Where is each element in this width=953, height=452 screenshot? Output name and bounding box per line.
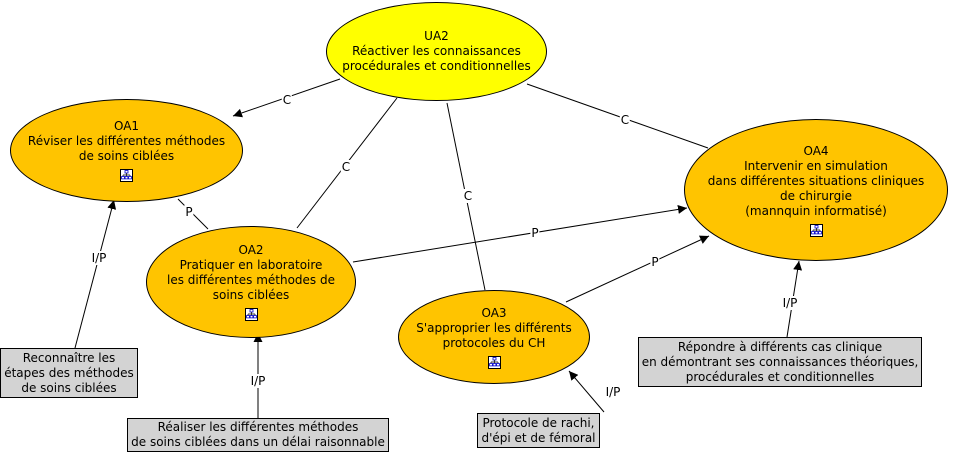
node-oa4-line-2: dans différentes situations cliniques — [707, 173, 925, 188]
link-label-n1-oa1: I/P — [90, 251, 108, 265]
submap-icon[interactable] — [809, 223, 823, 237]
node-oa2-line-1: Pratiquer en laboratoire — [179, 258, 323, 272]
node-oa4-line-4: (mannquin informatisé) — [745, 203, 887, 218]
note-reconnaitre[interactable]: Reconnaître les étapes des méthodes de s… — [0, 348, 138, 398]
node-oa1-code: OA1 — [113, 119, 140, 133]
node-ua2-line-2: procédurales et conditionnelles — [342, 59, 531, 73]
note-realiser[interactable]: Réaliser les différentes méthodes de soi… — [127, 418, 389, 452]
submap-icon[interactable] — [244, 308, 258, 321]
note-line: en démontrant ses connaissances théoriqu… — [641, 354, 919, 369]
link-oa2-oa4 — [352, 204, 688, 263]
link-label-ua2-oa3: C — [462, 189, 474, 203]
node-ua2[interactable]: UA2 Réactiver les connaissances procédur… — [326, 2, 547, 101]
link-label-oa3-oa4: P — [650, 255, 660, 269]
note-line: Reconnaître les — [22, 350, 116, 365]
node-oa3[interactable]: OA3 S'approprier les différents protocol… — [398, 290, 590, 384]
node-oa2-line-2: les différentes méthodes de — [167, 273, 335, 287]
link-label-ua2-oa1: C — [281, 93, 293, 107]
node-oa3-line-2: protocoles du CH — [442, 335, 546, 350]
note-line: de soins ciblées dans un délai raisonnab… — [131, 435, 385, 449]
note-repondre[interactable]: Répondre à différents cas clinique en dé… — [638, 337, 922, 387]
node-oa2[interactable]: OA2 Pratiquer en laboratoire les différe… — [146, 226, 356, 338]
link-label-n2-oa2: I/P — [249, 374, 267, 388]
node-oa2-line-3: soins ciblées — [212, 288, 290, 302]
note-line: d'épi et de fémoral — [481, 430, 596, 445]
link-label-n3-oa3: I/P — [604, 385, 622, 399]
note-line: Réaliser les différentes méthodes — [157, 420, 359, 434]
submap-icon[interactable] — [487, 355, 501, 369]
link-label-oa1-oa2: P — [184, 205, 194, 219]
node-ua2-line-1: Réactiver les connaissances — [352, 44, 521, 58]
link-label-oa2-oa4: P — [530, 226, 540, 240]
link-label-n4-oa4: I/P — [781, 296, 799, 310]
link-n1-oa1 — [74, 199, 117, 349]
note-line: Répondre à différents cas clinique — [677, 339, 883, 354]
submap-icon[interactable] — [120, 169, 133, 182]
note-line: Protocole de rachi, — [482, 415, 595, 430]
node-oa4-line-3: de chirurgie — [780, 188, 852, 203]
link-label-ua2-oa2: C — [340, 160, 352, 174]
node-oa3-line-1: S'approprier les différents — [416, 320, 572, 335]
node-oa1[interactable]: OA1 Réviser les différentes méthodes de … — [10, 99, 243, 202]
link-oa3-oa4 — [565, 235, 710, 303]
node-oa1-line-2: de soins ciblées — [78, 149, 175, 163]
node-oa4-line-1: Intervenir en simulation — [744, 158, 888, 173]
note-line: de soins ciblées — [21, 380, 117, 395]
note-line: étapes des méthodes — [4, 365, 134, 380]
node-oa1-line-1: Réviser les différentes méthodes — [27, 134, 226, 148]
node-oa4-code: OA4 — [803, 143, 829, 158]
note-line: procédurales et conditionnelles — [685, 369, 875, 384]
node-oa2-code: OA2 — [238, 243, 264, 257]
link-label-ua2-oa4: C — [619, 113, 631, 127]
link-n3-oa3 — [568, 370, 605, 413]
node-oa3-code: OA3 — [481, 305, 507, 320]
node-oa4[interactable]: OA4 Intervenir en simulation dans différ… — [684, 119, 948, 261]
link-ua2-oa4 — [526, 83, 709, 149]
node-ua2-code: UA2 — [424, 29, 449, 43]
note-protocole[interactable]: Protocole de rachi, d'épi et de fémoral — [477, 413, 600, 448]
